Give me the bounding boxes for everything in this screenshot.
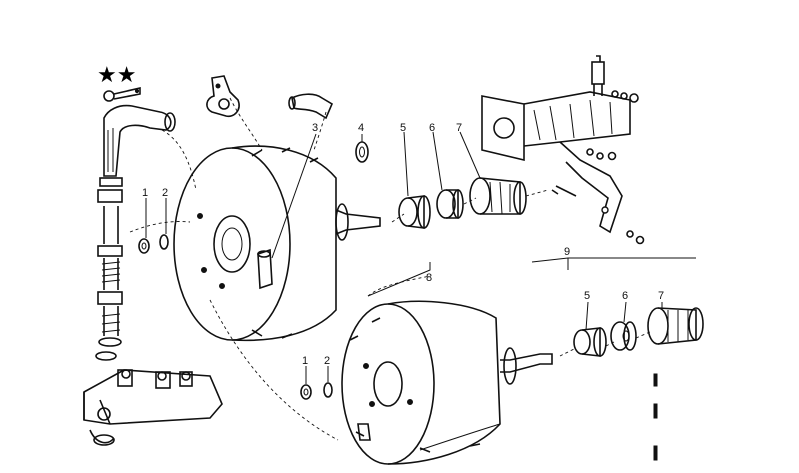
callout-5-lower: 5 — [584, 290, 590, 302]
nut-1-lower — [300, 384, 312, 400]
nuts-right — [551, 148, 645, 245]
washer-2-lower — [323, 382, 333, 398]
elbow-hose — [288, 93, 334, 120]
switch-sensor — [591, 55, 639, 103]
boot-7-lower — [647, 307, 704, 345]
callout-1-lower: 1 — [302, 355, 308, 367]
seal-5-upper — [398, 195, 431, 229]
mounting-bracket — [481, 91, 631, 234]
callout-6-lower: 6 — [622, 290, 628, 302]
washer-4 — [355, 141, 369, 163]
brake-booster-lower — [341, 300, 553, 465]
brake-booster-upper — [173, 145, 381, 342]
master-cylinder — [83, 369, 223, 446]
callout-7-upper: 7 — [456, 122, 462, 134]
star-symbol: ★★ — [97, 62, 136, 87]
hose-clip — [206, 75, 240, 118]
callout-2-lower: 2 — [324, 355, 330, 367]
callout-1-upper: 1 — [142, 187, 148, 199]
seal-5-lower — [573, 327, 607, 357]
nut-1-upper — [138, 238, 150, 254]
callout-7-lower: 7 — [658, 290, 664, 302]
callout-9: 9 — [564, 246, 570, 258]
callout-2-upper: 2 — [162, 187, 168, 199]
boot-7-upper — [469, 177, 527, 215]
callout-3: 3 — [312, 122, 318, 134]
callout-4: 4 — [358, 122, 364, 134]
washer-2-upper — [159, 234, 169, 250]
hose-clamp-icon — [103, 86, 141, 102]
leader-lines — [145, 131, 696, 384]
callout-6-upper: 6 — [429, 122, 435, 134]
edge-marks — [653, 373, 658, 461]
callout-5-upper: 5 — [400, 122, 406, 134]
ring-6-lower — [610, 321, 637, 351]
callout-8: 8 — [426, 272, 432, 284]
vacuum-hose — [95, 104, 176, 361]
dashed-routing-lines — [129, 97, 651, 441]
ring-6-upper — [436, 189, 464, 219]
